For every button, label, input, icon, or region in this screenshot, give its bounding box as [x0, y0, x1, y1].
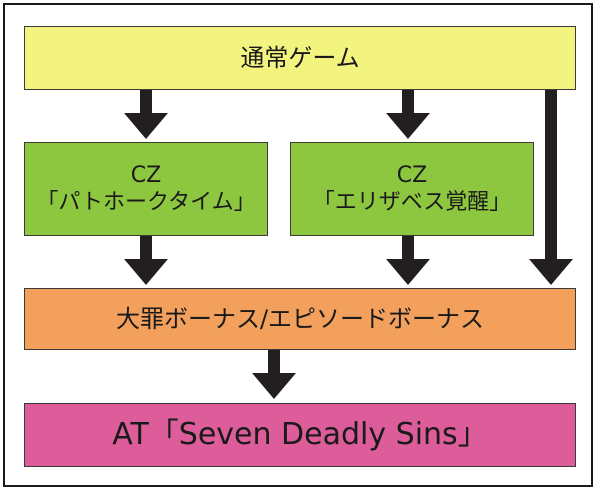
arrow-cz1-to-bonus [124, 236, 168, 285]
node-cz1-subtitle: 「パトホークタイム」 [36, 190, 256, 215]
arrow-normal-to-cz1 [124, 90, 168, 139]
node-at-seven-deadly-sins: AT「Seven Deadly Sins」 [24, 403, 576, 467]
node-cz-pathawk-time: CZ 「パトホークタイム」 [24, 142, 268, 236]
arrow-normal-to-cz2 [386, 90, 430, 139]
node-normal-game: 通常ゲーム [24, 26, 576, 90]
arrow-normal-to-bonus [529, 90, 573, 285]
node-cz1-title: CZ [130, 162, 162, 188]
node-cz2-subtitle: 「エリザベス覚醒」 [312, 190, 512, 215]
node-at-label: AT「Seven Deadly Sins」 [112, 417, 488, 453]
node-cz2-title: CZ [396, 162, 428, 188]
arrow-cz2-to-bonus [386, 236, 430, 285]
node-normal-game-label: 通常ゲーム [240, 44, 360, 72]
node-cz-elizabeth-awakening: CZ 「エリザベス覚醒」 [290, 142, 534, 236]
arrow-bonus-to-at [252, 350, 296, 399]
node-bonus: 大罪ボーナス/エピソードボーナス [24, 288, 576, 350]
diagram-frame [3, 3, 593, 487]
node-bonus-label: 大罪ボーナス/エピソードボーナス [115, 305, 485, 333]
